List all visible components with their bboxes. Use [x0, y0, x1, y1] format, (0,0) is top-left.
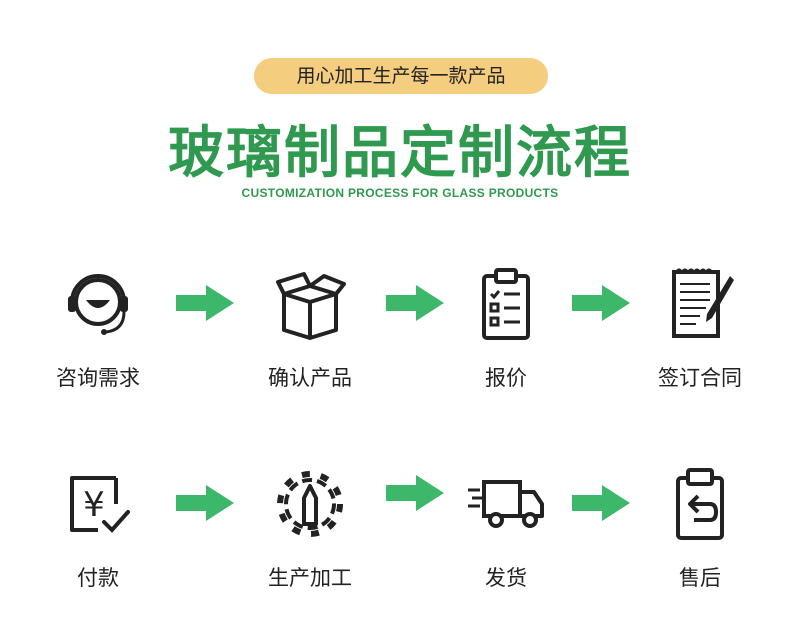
arrow-right-icon [572, 485, 630, 521]
clipboard-checklist-icon [482, 268, 530, 340]
open-box-icon [276, 272, 346, 340]
step-confirm-product: 确认产品 [250, 264, 370, 392]
step-label: 生产加工 [268, 566, 352, 590]
page-subtitle: CUSTOMIZATION PROCESS FOR GLASS PRODUCTS [241, 186, 559, 200]
arrow-right-icon [176, 485, 234, 521]
return-clipboard-icon [676, 468, 724, 540]
arrow-right-icon [176, 285, 234, 321]
delivery-truck-icon [468, 480, 544, 528]
step-label: 咨询需求 [56, 366, 140, 390]
svg-text:¥: ¥ [83, 485, 105, 525]
step-shipping: 发货 [446, 464, 566, 592]
step-quote: 报价 [446, 264, 566, 392]
headset-smile-icon [68, 274, 128, 335]
step-after-sales: 售后 [640, 464, 760, 592]
contract-pen-icon [672, 268, 734, 338]
arrow-right-icon [386, 285, 444, 321]
step-production: 生产加工 [250, 464, 370, 592]
step-label: 付款 [77, 566, 119, 590]
arrow-right-icon [572, 285, 630, 321]
step-label: 售后 [679, 566, 721, 590]
step-payment: ¥ 付款 [38, 464, 158, 592]
step-sign-contract: 签订合同 [640, 264, 760, 392]
yen-check-icon: ¥ [70, 476, 130, 533]
step-consult: 咨询需求 [38, 264, 158, 392]
gear-pen-icon [277, 471, 343, 537]
step-label: 确认产品 [268, 366, 352, 390]
step-label: 发货 [485, 566, 527, 590]
page-title: 玻璃制品定制流程 [168, 121, 632, 186]
step-label: 签订合同 [658, 366, 742, 390]
arrow-right-icon [386, 475, 444, 511]
step-label: 报价 [485, 366, 527, 390]
tagline-badge: 用心加工生产每一款产品 [254, 58, 548, 94]
